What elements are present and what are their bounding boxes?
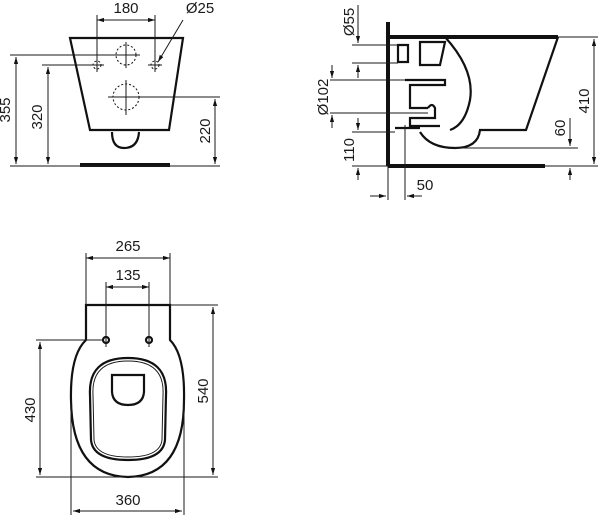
dim-seat-fixing-spacing: 135 xyxy=(115,267,140,284)
dim-bowl-width: 360 xyxy=(115,492,140,509)
dim-total-length: 540 xyxy=(195,378,212,403)
dim-fixing-height: 320 xyxy=(29,104,46,129)
dim-outlet-diameter: Ø102 xyxy=(315,79,332,116)
dim-wall-offset: 50 xyxy=(417,177,434,194)
dim-fixing-spacing: 180 xyxy=(113,0,138,17)
dim-rear-width: 265 xyxy=(115,238,140,255)
front-view: 180 Ø25 355 320 220 xyxy=(0,0,220,167)
dim-outlet-height: 220 xyxy=(197,118,214,143)
top-view: 265 135 540 430 360 xyxy=(22,238,218,515)
dim-fixing-to-front: 430 xyxy=(22,397,39,422)
dim-fixing-hole-diameter: Ø25 xyxy=(186,0,214,17)
dim-total-height: 355 xyxy=(0,97,14,122)
dim-base-offset: 60 xyxy=(552,120,569,137)
dim-bowl-height: 410 xyxy=(576,88,593,113)
dim-outlet-offset: 110 xyxy=(341,138,358,162)
side-view: Ø55 Ø102 110 50 410 60 xyxy=(315,5,598,200)
dim-inlet-diameter: Ø55 xyxy=(341,8,358,36)
